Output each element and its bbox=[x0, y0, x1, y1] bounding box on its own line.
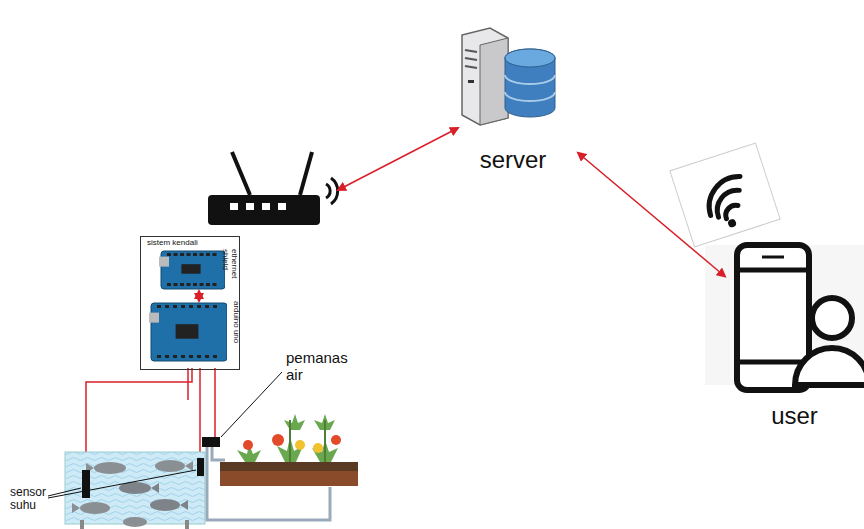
temperature-sensor bbox=[82, 470, 90, 498]
router-icon bbox=[208, 152, 338, 225]
connector-arrow bbox=[198, 291, 200, 301]
control-box: sistem kendali ethernet shield arduino uno bbox=[140, 236, 240, 370]
board-label: arduino uno bbox=[232, 301, 241, 363]
board-node: arduino uno bbox=[149, 301, 241, 363]
icon-node: server bbox=[448, 22, 578, 174]
callout-label: sensor suhu bbox=[10, 486, 50, 512]
node-label: sistem kendali bbox=[147, 238, 239, 247]
ethernet-shield-board bbox=[159, 249, 225, 291]
leader-lines bbox=[48, 372, 282, 498]
grow-bed bbox=[220, 414, 358, 486]
node-label: server bbox=[448, 146, 578, 174]
arduino-board bbox=[149, 301, 227, 363]
network-arrow bbox=[338, 128, 458, 190]
node-label: user bbox=[725, 402, 864, 430]
wifi-card bbox=[670, 143, 780, 247]
temperature-sensor bbox=[197, 458, 204, 476]
server-icon bbox=[462, 28, 555, 125]
water-heater bbox=[202, 437, 220, 447]
board-node: ethernet shield bbox=[159, 249, 239, 291]
user-icon bbox=[705, 245, 864, 390]
callout-label: pemanas air bbox=[286, 350, 348, 383]
board-label: ethernet shield bbox=[221, 249, 239, 291]
connector-arrow bbox=[578, 153, 725, 277]
icon-node: user bbox=[725, 240, 864, 430]
